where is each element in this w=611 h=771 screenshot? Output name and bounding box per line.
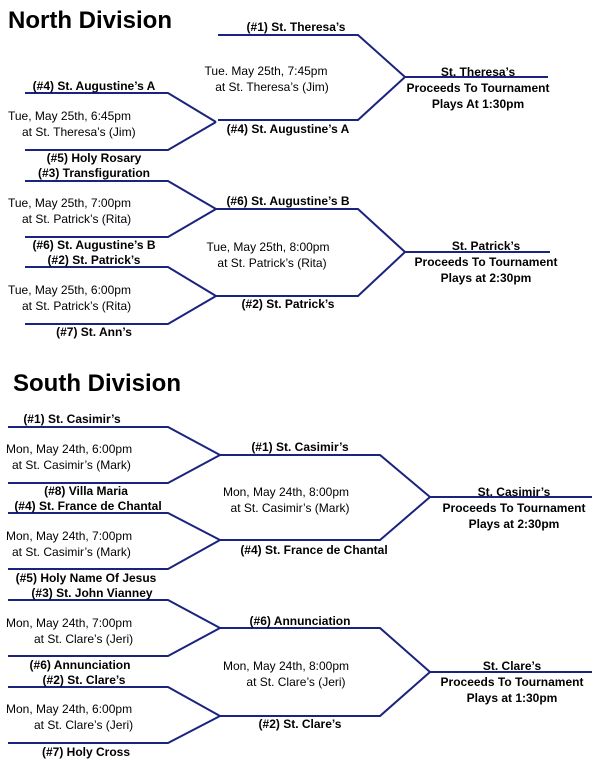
north-r1c-game-site: at St. Patrick’s (Rita) — [22, 299, 131, 313]
south-r1c-top-wire — [8, 599, 221, 629]
north-r2a-bottom-wire — [218, 76, 406, 121]
south-r2b-bottom-team: (#2) St. Clare’s — [259, 717, 342, 731]
south-r1b-game-time: Mon, May 24th, 7:00pm — [6, 529, 132, 543]
south-r1c-game-time: Mon, May 24th, 7:00pm — [6, 616, 132, 630]
south-final-a-proceeds: Proceeds To Tournament — [443, 501, 586, 515]
south-r2b-bottom-wire — [220, 671, 431, 717]
north-r1a-top-team: (#4) St. Augustine’s A — [33, 79, 156, 93]
south-r1a-top-wire — [8, 426, 221, 456]
south-r1c-game-site: at St. Clare’s (Jeri) — [34, 632, 133, 646]
south-r1d-bottom-team: (#7) Holy Cross — [42, 745, 130, 759]
south-r2a-game-time: Mon, May 24th, 8:00pm — [223, 485, 349, 499]
south-r1c-bottom-team: (#6) Annunciation — [30, 658, 131, 672]
south-r1a-bottom-team: (#8) Villa Maria — [44, 484, 128, 498]
south-r1b-game-site: at St. Casimir’s (Mark) — [12, 545, 131, 559]
south-final-a-plays: Plays at 2:30pm — [469, 517, 560, 531]
north-r1b-game-site: at St. Patrick’s (Rita) — [22, 212, 131, 226]
south-r2b-game-time: Mon, May 24th, 8:00pm — [223, 659, 349, 673]
south-r2a-bottom-wire — [220, 496, 431, 541]
south-final-b-plays: Plays at 1:30pm — [467, 691, 558, 705]
north-r1c-bottom-wire — [25, 295, 217, 325]
south-r1b-top-team: (#4) St. France de Chantal — [14, 499, 161, 513]
south-r1b-bottom-team: (#5) Holy Name Of Jesus — [16, 571, 157, 585]
south-r2b-game-site: at St. Clare’s (Jeri) — [246, 675, 345, 689]
north-r2a-game-site: at St. Theresa’s (Jim) — [215, 80, 329, 94]
north-r2b-bottom-team: (#2) St. Patrick’s — [242, 297, 335, 311]
south-r1c-top-team: (#3) St. John Vianney — [31, 586, 152, 600]
north-r2b-game-site: at St. Patrick’s (Rita) — [217, 256, 326, 270]
north-final-a-proceeds: Proceeds To Tournament — [407, 81, 550, 95]
north-r2a-top-team: (#1) St. Theresa’s — [247, 20, 346, 34]
north-r1c-bottom-team: (#7) St. Ann’s — [56, 325, 132, 339]
north-r1c-top-team: (#2) St. Patrick’s — [48, 253, 141, 267]
south-r2b-top-wire — [220, 627, 431, 673]
north-r2b-top-team: (#6) St. Augustine’s B — [226, 194, 349, 208]
south-r2b-top-team: (#6) Annunciation — [250, 614, 351, 628]
north-r2a-game-time: Tue. May 25th, 7:45pm — [205, 64, 328, 78]
south-r1d-top-team: (#2) St. Clare’s — [43, 673, 126, 687]
north-r2a-bottom-team: (#4) St. Augustine’s A — [227, 122, 350, 136]
north-final-a-plays: Plays At 1:30pm — [432, 97, 524, 111]
north-r1a-top-wire — [25, 92, 217, 123]
north-r1b-top-wire — [25, 180, 217, 210]
north-r2b-game-time: Tue, May 25th, 8:00pm — [207, 240, 330, 254]
south-r1b-bottom-wire — [8, 539, 221, 570]
north-final-b-proceeds: Proceeds To Tournament — [415, 255, 558, 269]
north-r1b-bottom-wire — [25, 208, 217, 238]
south-r2a-bottom-team: (#4) St. France de Chantal — [240, 543, 387, 557]
south-r2a-game-site: at St. Casimir’s (Mark) — [231, 501, 350, 515]
south-r1d-game-site: at St. Clare’s (Jeri) — [34, 718, 133, 732]
north-r1a-game-time: Tue, May 25th, 6:45pm — [8, 109, 131, 123]
north-final-a-winner: St. Theresa’s — [441, 65, 516, 79]
south-r1d-top-wire — [8, 686, 221, 717]
south-r1a-bottom-wire — [8, 454, 221, 484]
north-final-b-winner: St. Patrick’s — [452, 239, 521, 253]
north-r1c-top-wire — [25, 266, 217, 297]
north-r1a-game-site: at St. Theresa’s (Jim) — [22, 125, 136, 139]
south-r2a-top-team: (#1) St. Casimir’s — [251, 440, 349, 454]
north-r1a-bottom-team: (#5) Holy Rosary — [47, 151, 142, 165]
south-r1a-top-team: (#1) St. Casimir’s — [23, 412, 121, 426]
north-r2a-top-wire — [218, 34, 406, 78]
south-final-b-proceeds: Proceeds To Tournament — [441, 675, 584, 689]
south-division-title: South Division — [13, 370, 181, 397]
north-r1a-bottom-wire — [25, 121, 217, 151]
south-final-b-winner: St. Clare’s — [483, 659, 542, 673]
south-r1b-top-wire — [8, 512, 221, 541]
north-r1c-game-time: Tue, May 25th, 6:00pm — [8, 283, 131, 297]
north-final-b-plays: Plays at 2:30pm — [441, 271, 532, 285]
north-r1b-bottom-team: (#6) St. Augustine’s B — [32, 238, 155, 252]
south-r2a-top-wire — [220, 454, 431, 498]
south-r1d-game-time: Mon, May 24th, 6:00pm — [6, 702, 132, 716]
south-r1a-game-time: Mon, May 24th, 6:00pm — [6, 442, 132, 456]
north-r2b-top-wire — [216, 208, 406, 253]
south-r1d-bottom-wire — [8, 715, 221, 744]
south-r1a-game-site: at St. Casimir’s (Mark) — [12, 458, 131, 472]
south-final-a-winner: St. Casimir’s — [478, 485, 551, 499]
north-r1b-game-time: Tue, May 25th, 7:00pm — [8, 196, 131, 210]
north-r2b-bottom-wire — [216, 251, 406, 297]
south-r1c-bottom-wire — [8, 627, 221, 657]
north-division-title: North Division — [8, 7, 172, 34]
north-r1b-top-team: (#3) Transfiguration — [38, 166, 150, 180]
